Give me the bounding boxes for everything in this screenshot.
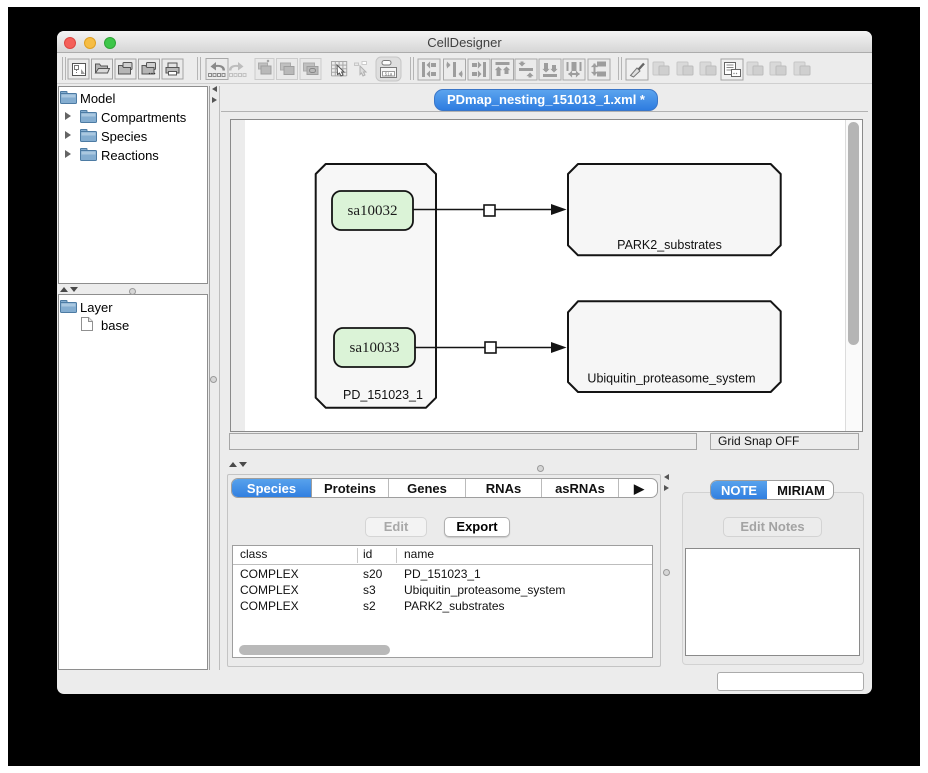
svg-text:sa10033: sa10033 [350,340,400,356]
svg-text:PARK2_substrates: PARK2_substrates [617,238,722,252]
svg-text:PD_151023_1: PD_151023_1 [343,388,423,402]
svg-text:sa10032: sa10032 [348,203,398,219]
svg-text:Ubiquitin_proteasome_system: Ubiquitin_proteasome_system [587,372,755,386]
svg-text:51a: 51a [385,72,393,77]
